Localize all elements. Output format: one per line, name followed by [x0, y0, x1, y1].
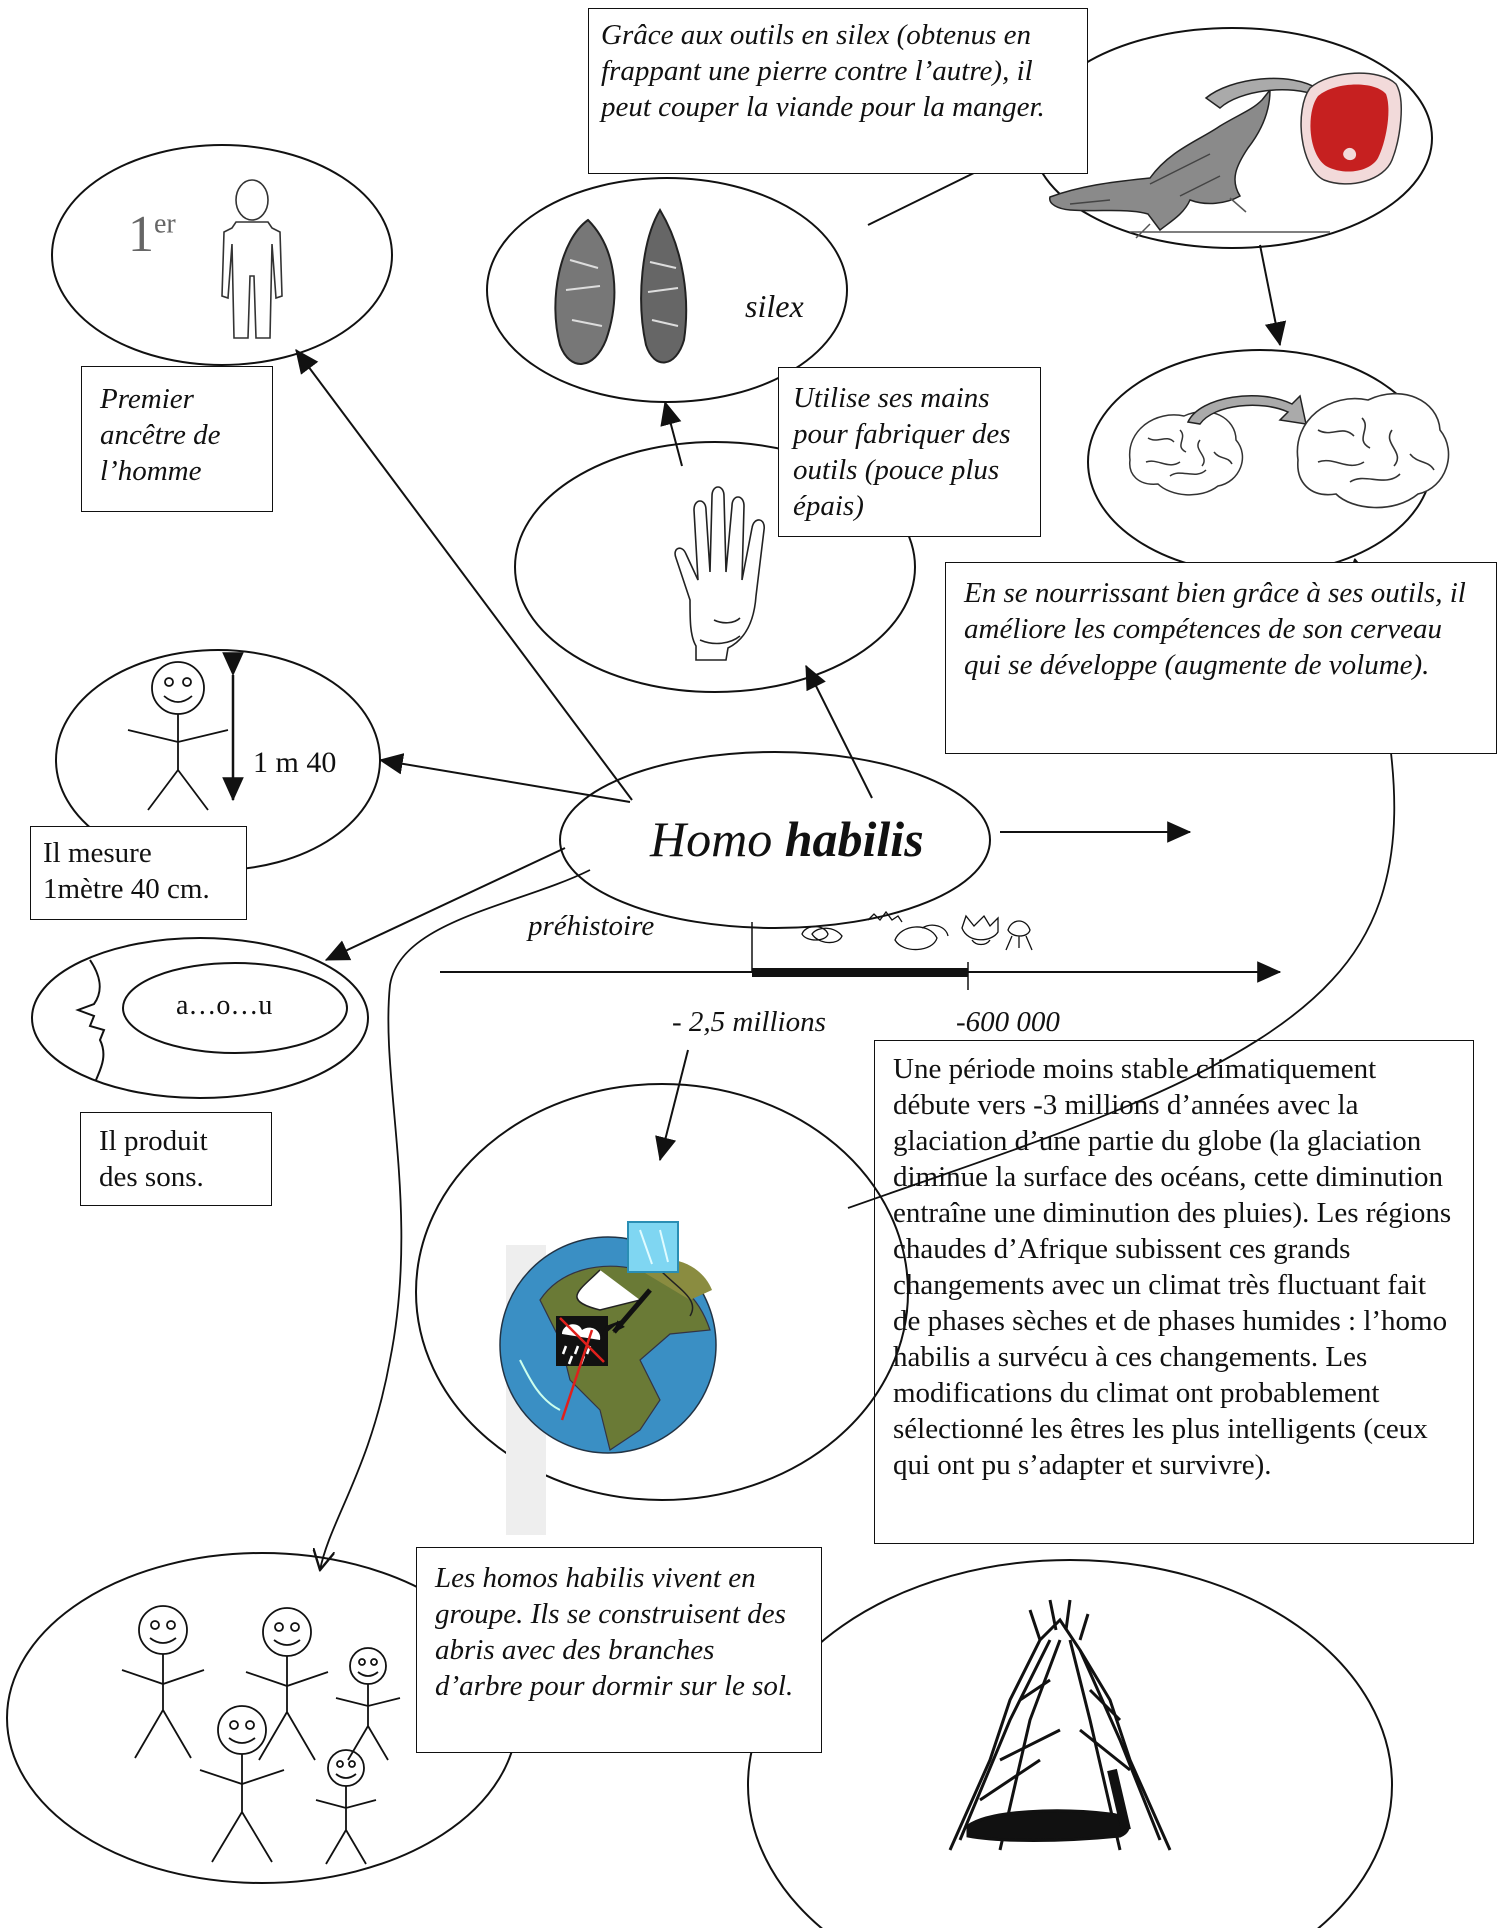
- flint-tools-box: Grâce aux outils en silex (obtenus en fr…: [588, 8, 1088, 174]
- prehistory-label: préhistoire: [528, 910, 655, 942]
- no-rain-icon: [556, 1288, 652, 1421]
- arrow-center-height: [378, 753, 631, 803]
- climate-box: Une période moins stable climatiquement …: [874, 1040, 1474, 1544]
- hand-icon: [674, 486, 765, 661]
- first-ancestor-ellipse: [51, 144, 393, 366]
- height-text: Il mesure 1mètre 40 cm.: [43, 837, 210, 905]
- title-word-homo: Homo: [650, 811, 773, 867]
- ice-cube-icon: [576, 1221, 694, 1317]
- arrow-center-group: [320, 869, 591, 1570]
- group-text: Les homos habilis vivent en groupe. Ils …: [435, 1562, 794, 1702]
- climate-text: Une période moins stable climatiquement …: [893, 1053, 1452, 1481]
- sounds-box: Il produit des sons.: [80, 1112, 272, 1206]
- evolution-silhouettes-icon: [801, 910, 1033, 951]
- speech-bubble: [122, 962, 348, 1054]
- meat-steak-icon: [1300, 72, 1402, 185]
- brain-box: En se nourrissant bien grâce à ses outil…: [945, 562, 1497, 754]
- first-ancestor-box: Premier ancêtre de l’homme: [81, 366, 273, 512]
- stick-figure-icon: [127, 661, 229, 811]
- timeline-habilis-period: [752, 968, 968, 977]
- sounds-text: Il produit des sons.: [99, 1125, 208, 1193]
- center-title: Homo habilis: [650, 810, 924, 868]
- brain-icon: [1296, 392, 1450, 509]
- brain-text: En se nourrissant bien grâce à ses outil…: [964, 577, 1466, 681]
- brain-icon: [1129, 410, 1244, 496]
- hands-text: Utilise ses mains pour fabriquer des out…: [793, 382, 1011, 522]
- group-stick-figures-icon: [121, 1605, 401, 1865]
- crocodile-icon: [1049, 87, 1330, 239]
- flint-tools-text: Grâce aux outils en silex (obtenus en fr…: [601, 19, 1045, 123]
- connector-silex-meat: [867, 169, 981, 226]
- silex-label: silex: [745, 288, 804, 324]
- sounds-ellipse: [31, 937, 369, 1099]
- arrow-center-hand: [805, 664, 873, 799]
- first-label: 1er: [128, 205, 176, 264]
- title-word-habilis: habilis: [784, 811, 924, 867]
- first-superscript: er: [154, 208, 176, 240]
- date-start-label: - 2,5 millions: [672, 1006, 826, 1038]
- human-outline-icon: [221, 179, 283, 339]
- first-ancestor-text: Premier ancêtre de l’homme: [100, 383, 221, 487]
- arrow-dates-globe: [655, 1049, 689, 1162]
- climate-ellipse: [415, 1083, 909, 1501]
- hands-box: Utilise ses mains pour fabriquer des out…: [778, 367, 1041, 537]
- shelter-ellipse: [747, 1559, 1393, 1928]
- date-end-label: -600 000: [956, 1006, 1060, 1038]
- arrow-meat-brain: [1259, 244, 1287, 347]
- speech-label: a…o…u: [176, 990, 273, 1021]
- arrow-center-first-ancestor: [295, 349, 633, 801]
- homo-habilis-ellipse: [559, 751, 991, 929]
- group-box: Les homos habilis vivent en groupe. Ils …: [416, 1547, 822, 1753]
- first-number: 1: [128, 206, 154, 263]
- arrow-hand-silex: [660, 400, 683, 467]
- height-box: Il mesure 1mètre 40 cm.: [30, 826, 247, 920]
- face-profile-icon: [75, 959, 106, 1081]
- flint-stone-icon: [554, 208, 688, 365]
- arrow-center-sounds: [324, 847, 566, 961]
- height-value-label: 1 m 40: [253, 746, 337, 779]
- shelter-hut-icon: [948, 1599, 1172, 1851]
- hand-ellipse: [514, 441, 916, 693]
